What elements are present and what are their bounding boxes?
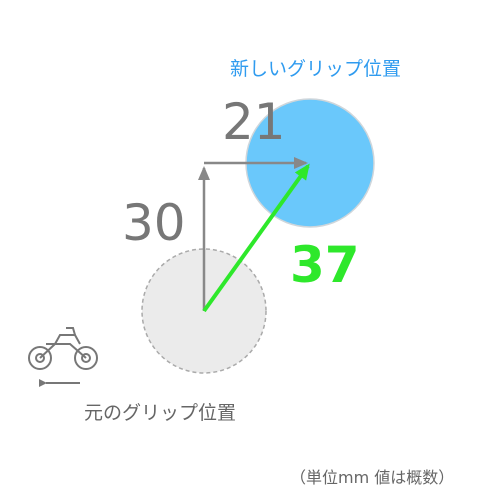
new-grip-label: 新しいグリップ位置 <box>230 58 402 80</box>
total-distance: 37 <box>290 236 360 294</box>
motorcycle-icon <box>28 327 98 370</box>
horizontal-distance: 21 <box>222 93 286 151</box>
unit-note: （単位mm 値は概数） <box>290 468 455 487</box>
old-grip-label: 元のグリップ位置 <box>84 402 237 424</box>
diagonal-arrow <box>202 163 310 313</box>
vertical-distance: 30 <box>122 194 186 252</box>
